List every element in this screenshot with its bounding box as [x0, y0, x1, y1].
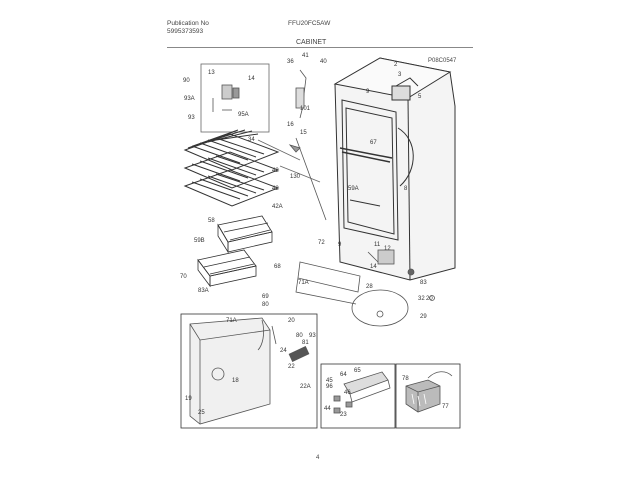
- inset-box-compressor: [395, 363, 461, 429]
- header-rule: [167, 47, 473, 48]
- callout-59a: 59A: [348, 186, 359, 192]
- callout-22: 22: [288, 364, 295, 370]
- callout-81: 81: [302, 340, 309, 346]
- callout-130: 130: [290, 174, 301, 180]
- callout-32: 32: [418, 296, 425, 302]
- callout-3: 3: [398, 72, 402, 78]
- callout-93-inset: 93: [309, 333, 316, 339]
- callout-69: 69: [262, 294, 269, 300]
- callout-18: 18: [232, 378, 239, 384]
- callout-9-upper: 9: [366, 89, 370, 95]
- callout-78: 78: [402, 376, 409, 382]
- callout-25: 25: [198, 410, 205, 416]
- callout-29: 29: [420, 314, 427, 320]
- callout-46: 46: [344, 390, 351, 396]
- callout-23: 23: [340, 412, 347, 418]
- inset-box-control-panel: [180, 313, 318, 429]
- lower-parts: [295, 249, 435, 327]
- callout-65: 65: [354, 368, 361, 374]
- callout-67: 67: [370, 140, 377, 146]
- callout-labels: 13 14 90 93A 93 95A 36 41 40 101 16 15 3…: [180, 53, 449, 418]
- callout-72: 72: [318, 240, 325, 246]
- callout-95a: 95A: [238, 112, 249, 118]
- callout-44: 44: [324, 406, 331, 412]
- callout-19: 19: [185, 396, 192, 402]
- callout-93a: 93A: [184, 96, 195, 102]
- page-number: 4: [316, 455, 320, 461]
- callout-71a: 71A: [298, 280, 309, 286]
- cabinet-body: [333, 57, 456, 281]
- callout-77: 77: [442, 404, 449, 410]
- center-parts: [288, 69, 327, 221]
- reference-code: P08C0547: [428, 58, 457, 64]
- callout-34: 34: [248, 137, 255, 143]
- section-title: CABINET: [296, 39, 327, 46]
- callout-83a: 83A: [198, 288, 209, 294]
- callout-28: 28: [366, 284, 373, 290]
- callout-42-upper: 42: [272, 168, 279, 174]
- callout-93: 93: [188, 115, 195, 121]
- callout-14: 14: [248, 76, 255, 82]
- callout-80: 80: [262, 302, 269, 308]
- callout-9-lower: 9: [338, 242, 342, 248]
- callout-68: 68: [274, 264, 281, 270]
- callout-42a: 42A: [272, 204, 283, 210]
- callout-15: 15: [300, 130, 307, 136]
- wire-baskets: [197, 215, 273, 288]
- publication-label: Publication No: [167, 20, 209, 27]
- model-number: FFU20FC5AW: [288, 20, 331, 27]
- callout-22a: 22A: [300, 384, 311, 390]
- callout-70: 70: [180, 274, 187, 280]
- callout-14-lower: 14: [370, 264, 377, 270]
- callout-45: 45: [326, 378, 333, 384]
- callout-16: 16: [287, 122, 294, 128]
- callout-96: 96: [326, 384, 333, 390]
- wire-shelves: [183, 129, 280, 207]
- callout-101: 101: [300, 106, 311, 112]
- callout-8: 8: [404, 186, 408, 192]
- callout-12: 12: [384, 246, 391, 252]
- callout-13: 13: [208, 70, 215, 76]
- callout-20: 20: [426, 296, 433, 302]
- callout-42-lower: 42: [272, 186, 279, 192]
- callout-80-inset: 80: [296, 333, 303, 339]
- callout-83: 83: [420, 280, 427, 286]
- callout-41: 41: [302, 53, 309, 59]
- callout-20-inset: 20: [288, 318, 295, 324]
- callout-5: 5: [418, 94, 422, 100]
- callout-24: 24: [280, 348, 287, 354]
- callout-71a-inset: 71A: [226, 318, 237, 324]
- publication-number: 5995373593: [167, 28, 204, 35]
- callout-90: 90: [183, 78, 190, 84]
- callout-40: 40: [320, 59, 327, 65]
- callout-36: 36: [287, 59, 294, 65]
- callout-11: 11: [374, 242, 381, 248]
- callout-2: 2: [394, 62, 398, 68]
- inset-box-thermostat: [320, 363, 396, 429]
- callout-59b: 59B: [194, 238, 205, 244]
- callout-58: 58: [208, 218, 215, 224]
- inset-box-13: [200, 63, 270, 133]
- callout-64: 64: [340, 372, 347, 378]
